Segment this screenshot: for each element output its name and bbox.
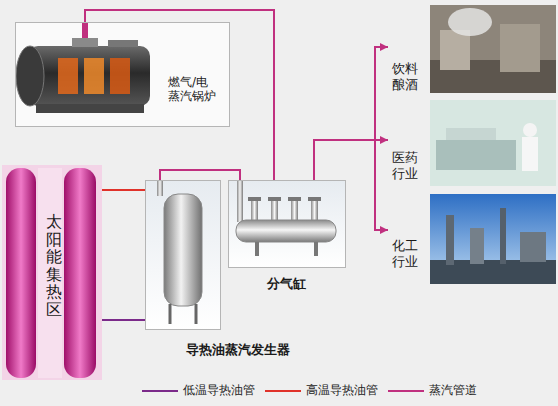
illustration-part: [169, 304, 172, 324]
legend-item: 蒸汽管道: [386, 382, 477, 399]
illustration-part: [500, 208, 506, 264]
illustration-part: [2, 165, 102, 380]
brewery-photo: [430, 5, 556, 93]
boiler-box: 燃气/电 蒸汽锅炉: [15, 22, 230, 127]
pipe-connector: [85, 10, 274, 180]
illustration-part: [16, 46, 44, 106]
vertical-zone-label: 太阳能集热区: [46, 213, 62, 319]
illustration-part: [36, 104, 144, 113]
pipe-connector: [102, 319, 145, 321]
legend-line-sample: [386, 386, 426, 396]
illustration-part: [440, 30, 470, 70]
node-label: 分气缸: [267, 276, 306, 292]
illustration-part: [291, 200, 298, 222]
node-label: 燃气/电 蒸汽锅炉: [168, 75, 224, 104]
node-label: 饮料 酿酒: [392, 61, 422, 92]
illustration-part: [58, 58, 78, 94]
steam-generator-picture: [145, 180, 221, 330]
illustration-part: [251, 200, 258, 222]
illustration-part: [145, 180, 221, 330]
illustration-part: [157, 180, 163, 196]
pipe-connector: [314, 140, 388, 180]
legend-line: [142, 390, 178, 392]
legend: 低温导热油管 高温导热油管 蒸汽管道: [140, 382, 485, 399]
illustration-part: [436, 140, 516, 170]
illustration-part: [255, 242, 259, 256]
chemical-plant-photo: [430, 194, 556, 284]
illustration-part: [520, 232, 546, 262]
illustration-part: [430, 5, 556, 93]
solar-collector-zone: 太阳能集热区: [2, 165, 102, 380]
illustration-part: [38, 168, 62, 378]
legend-line-sample: [140, 386, 180, 396]
node-label: 化工 行业: [392, 238, 422, 269]
illustration-part: [430, 194, 556, 284]
illustration-part: [228, 180, 346, 268]
illustration-part: [237, 180, 243, 222]
illustration-part: [110, 58, 130, 94]
illustration-part: [470, 228, 484, 264]
legend-line: [265, 390, 301, 392]
legend-item: 高温导热油管: [263, 382, 378, 399]
illustration-part: [288, 197, 301, 201]
illustration-part: [500, 24, 540, 72]
legend-item: 低温导热油管: [140, 382, 255, 399]
illustration-part: [523, 123, 537, 137]
illustration-part: [236, 220, 336, 242]
pipe-connector: [102, 189, 145, 191]
legend-label: 高温导热油管: [306, 382, 378, 399]
pharma-photo: [430, 100, 556, 186]
illustration-part: [446, 128, 496, 140]
illustration-part: [195, 304, 198, 324]
legend-label: 蒸汽管道: [429, 382, 477, 399]
illustration-part: [448, 8, 492, 36]
pipe-connector: [314, 47, 388, 180]
solar-collector-tubes: [2, 165, 102, 380]
illustration-part: [6, 168, 36, 378]
illustration-part: [446, 215, 454, 265]
illustration-part: [522, 137, 538, 171]
illustration-part: [28, 46, 150, 106]
pipe-connector: [314, 140, 388, 230]
illustration-part: [84, 58, 104, 94]
illustration-part: [108, 40, 138, 47]
illustration-part: [311, 200, 318, 222]
node-label: 导热油蒸汽发生器: [186, 342, 290, 358]
illustration-part: [430, 100, 556, 186]
boiler-picture: [15, 22, 230, 127]
industry-box: 饮料 酿酒: [388, 5, 556, 97]
legend-line-sample: [263, 386, 303, 396]
illustration-part: [64, 168, 96, 378]
legend-line: [388, 390, 424, 392]
steam-header-picture: [228, 180, 346, 268]
illustration-part: [314, 242, 318, 256]
illustration-part: [308, 197, 321, 201]
illustration-part: [248, 197, 261, 201]
pipe-connector: [160, 170, 240, 180]
illustration-part: [72, 38, 98, 47]
industry-box: 医药 行业: [388, 100, 556, 188]
node-label: 医药 行业: [392, 150, 422, 181]
illustration-part: [271, 200, 278, 222]
steam-header-box: 分气缸: [228, 180, 346, 268]
illustration-part: [15, 22, 230, 127]
steam-generator-box: 导热油蒸汽发生器: [145, 180, 221, 330]
industry-box: 化工 行业: [388, 194, 556, 284]
illustration-part: [164, 194, 202, 306]
illustration-part: [268, 197, 281, 201]
legend-label: 低温导热油管: [183, 382, 255, 399]
